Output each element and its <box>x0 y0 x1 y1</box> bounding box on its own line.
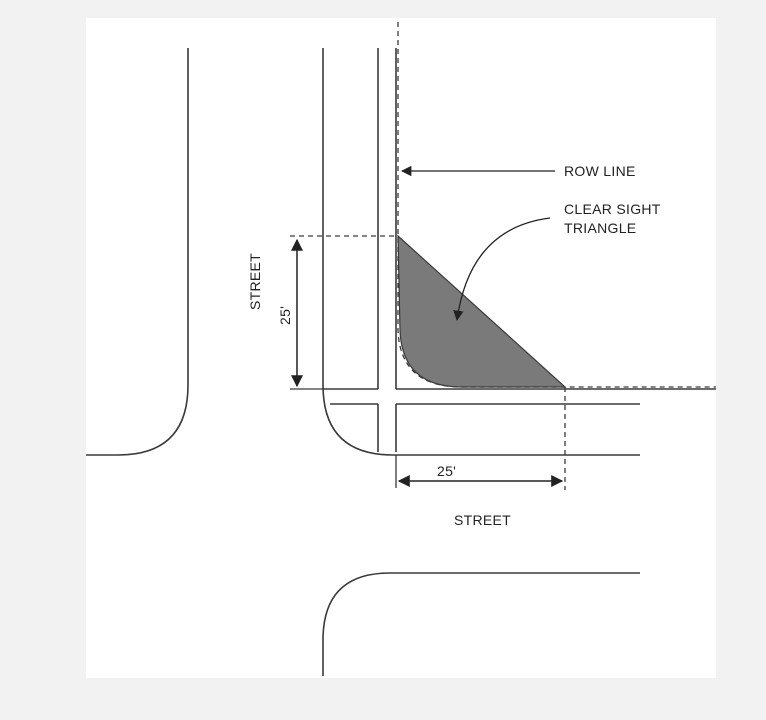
street-label-horizontal: STREET <box>454 512 511 528</box>
clear-sight-leader <box>453 217 551 322</box>
street-label-vertical: STREET <box>247 253 263 310</box>
row-line <box>397 22 716 388</box>
dim-label-horizontal: 25' <box>437 463 456 479</box>
curb-upper-right <box>322 48 640 456</box>
dim-label-vertical: 25' <box>277 306 293 325</box>
row-line-label: ROW LINE <box>564 163 636 179</box>
clear-sight-label-line1: CLEAR SIGHT <box>564 201 661 217</box>
curb-lower-right <box>322 572 640 676</box>
clear-sight-label-line2: TRIANGLE <box>564 220 636 236</box>
curb-upper-left <box>86 48 189 456</box>
